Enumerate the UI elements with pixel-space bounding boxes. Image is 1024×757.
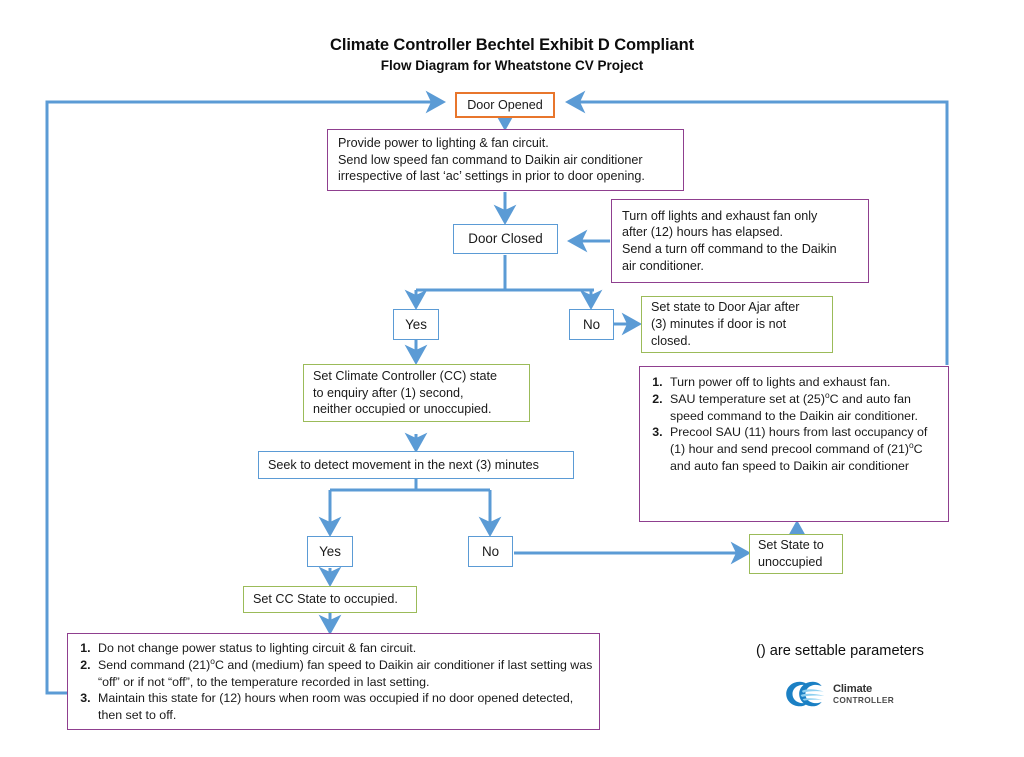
node-turn-off-lights-text: Turn off lights and exhaust fan only aft… xyxy=(612,205,868,278)
unocc-item-2: SAU temperature set at (25)oC and auto f… xyxy=(666,390,942,425)
node-no-door-closed-label: No xyxy=(582,316,601,332)
node-occupied-actions[interactable]: Do not change power status to lighting c… xyxy=(67,633,600,730)
settable-parameters-note: () are settable parameters xyxy=(756,643,924,659)
node-door-ajar-text: Set state to Door Ajar after (3) minutes… xyxy=(642,296,832,352)
logo-word-controller: CONTROLLER xyxy=(833,694,895,705)
node-cc-enquiry-state[interactable]: Set Climate Controller (CC) state to enq… xyxy=(303,364,530,422)
node-turn-off-lights[interactable]: Turn off lights and exhaust fan only aft… xyxy=(611,199,869,283)
node-unoccupied-actions[interactable]: Turn power off to lights and exhaust fan… xyxy=(639,366,949,522)
node-yes-movement[interactable]: Yes xyxy=(307,536,353,567)
node-door-closed[interactable]: Door Closed xyxy=(453,224,558,254)
node-no-movement[interactable]: No xyxy=(468,536,513,567)
power-line-1: Provide power to lighting & fan circuit. xyxy=(338,135,549,150)
ccenq-line-1: Set Climate Controller (CC) state xyxy=(313,368,498,383)
node-yes-door-closed[interactable]: Yes xyxy=(393,309,439,340)
power-line-3: irrespective of last ‘ac’ settings in pr… xyxy=(338,169,645,184)
doorajar-line-1: Set state to Door Ajar after xyxy=(651,300,800,315)
doorajar-line-3: closed. xyxy=(651,333,691,348)
node-door-closed-label: Door Closed xyxy=(468,231,543,247)
unocc-item-3: Precool SAU (11) hours from last occupan… xyxy=(666,424,942,474)
occ-item-3: Maintain this state for (12) hours when … xyxy=(94,690,593,724)
node-no-door-closed[interactable]: No xyxy=(569,309,614,340)
setunocc-line-1: Set State to xyxy=(758,538,824,553)
node-set-state-unoccupied[interactable]: Set State to unoccupied xyxy=(749,534,843,574)
setunocc-line-2: unoccupied xyxy=(758,555,823,569)
turnoff-line-2: after (12) hours has elapsed. xyxy=(622,225,784,240)
node-provide-power-text: Provide power to lighting & fan circuit.… xyxy=(328,132,683,188)
node-seek-movement-label: Seek to detect movement in the next (3) … xyxy=(268,457,539,472)
node-yes-door-closed-label: Yes xyxy=(405,316,427,332)
logo-wordmark: Climate CONTROLLER xyxy=(833,682,895,705)
node-seek-movement[interactable]: Seek to detect movement in the next (3) … xyxy=(258,451,574,479)
climate-controller-logo: Climate CONTROLLER xyxy=(784,676,908,712)
node-no-movement-label: No xyxy=(481,543,500,559)
node-set-state-unoccupied-text: Set State to unoccupied xyxy=(750,535,842,572)
doorajar-line-2: (3) minutes if door is not xyxy=(651,317,787,332)
ccenq-line-2: to enquiry after (1) second, xyxy=(313,385,464,400)
node-set-cc-occupied-label: Set CC State to occupied. xyxy=(253,592,398,607)
occ-item-2: Send command (21)oC and (medium) fan spe… xyxy=(94,656,593,691)
unocc-item-1: Turn power off to lights and exhaust fan… xyxy=(666,374,942,391)
occupied-actions-list: Do not change power status to lighting c… xyxy=(68,640,599,724)
node-door-ajar[interactable]: Set state to Door Ajar after (3) minutes… xyxy=(641,296,833,353)
climate-controller-mark-icon xyxy=(786,681,825,707)
node-cc-enquiry-text: Set Climate Controller (CC) state to enq… xyxy=(304,365,529,421)
page-subtitle: Flow Diagram for Wheatstone CV Project xyxy=(380,58,644,73)
occ-item-1: Do not change power status to lighting c… xyxy=(94,640,593,657)
turnoff-line-4: air conditioner. xyxy=(622,258,704,273)
node-set-cc-occupied[interactable]: Set CC State to occupied. xyxy=(243,586,417,613)
node-door-opened[interactable]: Door Opened xyxy=(455,92,555,118)
power-line-2: Send low speed fan command to Daikin air… xyxy=(338,152,643,167)
turnoff-line-3: Send a turn off command to the Daikin xyxy=(622,242,837,256)
node-provide-power[interactable]: Provide power to lighting & fan circuit.… xyxy=(327,129,684,191)
turnoff-line-1: Turn off lights and exhaust fan only xyxy=(622,208,818,223)
node-yes-movement-label: Yes xyxy=(319,543,341,559)
page-title: Climate Controller Bechtel Exhibit D Com… xyxy=(330,36,694,54)
ccenq-line-3: neither occupied or unoccupied. xyxy=(313,402,492,417)
node-door-opened-label: Door Opened xyxy=(467,97,543,112)
logo-word-climate: Climate xyxy=(833,682,873,695)
unoccupied-actions-list: Turn power off to lights and exhaust fan… xyxy=(640,374,948,475)
